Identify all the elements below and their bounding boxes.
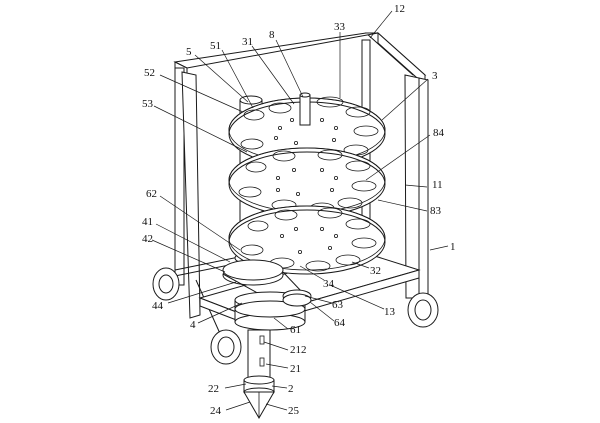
label-4: 4	[190, 319, 196, 331]
label-24: 24	[210, 405, 222, 417]
label-212: 212	[290, 344, 307, 356]
label-31: 31	[242, 36, 253, 48]
label-84: 84	[433, 127, 445, 139]
label-51: 51	[210, 40, 221, 52]
label-32: 32	[370, 265, 381, 277]
disc-middle	[228, 147, 386, 217]
label-44: 44	[152, 300, 164, 312]
label-64: 64	[334, 317, 346, 329]
label-2: 2	[288, 383, 294, 395]
shaft-cap	[299, 92, 311, 126]
label-25: 25	[288, 405, 300, 417]
label-22: 22	[208, 383, 219, 395]
label-13: 13	[384, 306, 396, 318]
reference-numerals: 12 8 33 5 51 31 52 3 53 84 11 62 83 41 4…	[142, 3, 456, 417]
label-63: 63	[332, 299, 344, 311]
label-61: 61	[290, 324, 301, 336]
label-52: 52	[144, 67, 155, 79]
label-34: 34	[323, 278, 335, 290]
label-1: 1	[450, 241, 456, 253]
label-33: 33	[334, 21, 346, 33]
label-42: 42	[142, 233, 153, 245]
label-11: 11	[432, 179, 443, 191]
leader-lines	[151, 10, 449, 411]
label-53: 53	[142, 98, 154, 110]
label-62: 62	[146, 188, 157, 200]
disc-top	[228, 96, 386, 167]
label-21: 21	[290, 363, 301, 375]
label-12: 12	[394, 3, 405, 15]
label-83: 83	[430, 205, 442, 217]
wheels	[152, 267, 439, 365]
label-3: 3	[432, 70, 438, 82]
label-5: 5	[186, 46, 192, 58]
lower-mechanism	[222, 259, 312, 420]
label-8: 8	[269, 29, 275, 41]
label-41: 41	[142, 216, 153, 228]
disc-bottom	[228, 205, 386, 275]
